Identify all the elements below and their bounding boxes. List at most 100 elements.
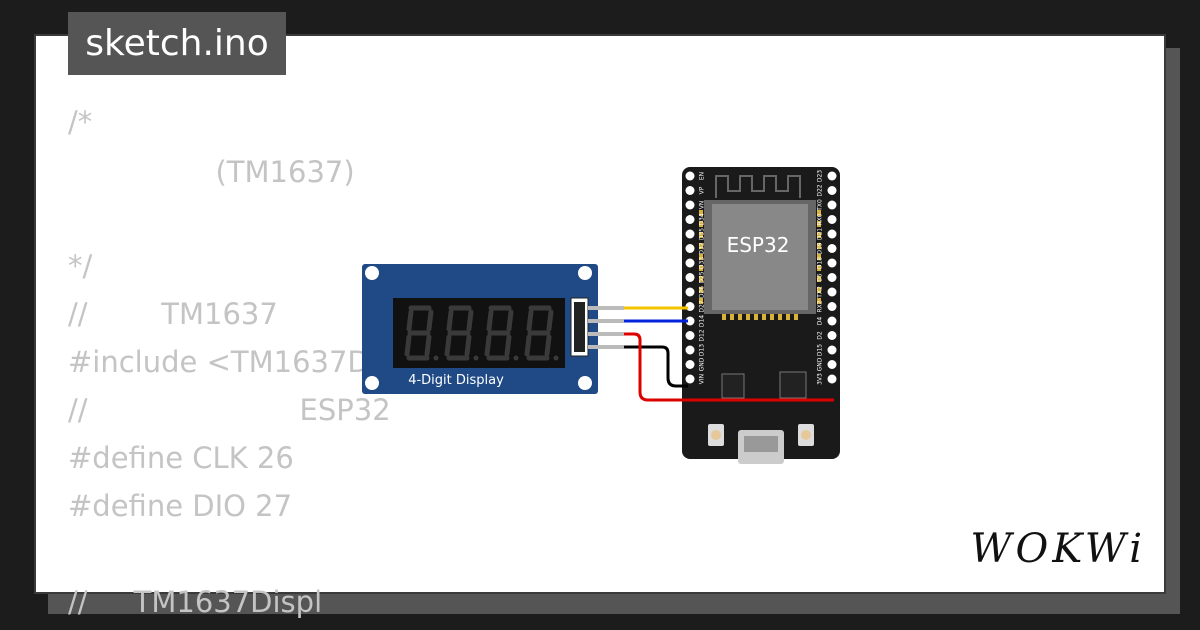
esp32-pin[interactable] — [827, 171, 837, 181]
esp32-pin[interactable] — [685, 171, 695, 181]
pin-label: D35 — [699, 228, 706, 240]
chip-pad — [817, 276, 821, 282]
chip-pad — [730, 314, 734, 320]
esp32-pin[interactable] — [827, 200, 837, 210]
display-label: 4-Digit Display — [408, 373, 504, 388]
chip-label: ESP32 — [727, 233, 790, 257]
pin-label: D34 — [699, 213, 706, 225]
mount-hole — [578, 376, 592, 390]
pin-label: D23 — [817, 170, 824, 182]
chip-pad — [817, 243, 821, 249]
chip-pad — [762, 314, 766, 320]
esp32-pin[interactable] — [685, 229, 695, 239]
esp32-pin[interactable] — [685, 345, 695, 355]
pin-label: D18 — [817, 257, 824, 269]
esp32-pin[interactable] — [827, 186, 837, 195]
esp32-pin[interactable] — [827, 331, 837, 340]
pin-label: TX0 — [817, 199, 824, 212]
esp32-pin[interactable] — [827, 345, 837, 355]
pin-label: D2 — [817, 331, 824, 340]
esp32-pin[interactable] — [685, 316, 695, 326]
chip-pad — [754, 314, 758, 320]
decimal-point — [513, 355, 519, 361]
esp32-pin[interactable] — [685, 374, 695, 384]
chip-pad — [699, 265, 703, 271]
chip-pad — [699, 298, 703, 304]
esp32-pin[interactable] — [685, 360, 695, 369]
mount-hole — [578, 266, 592, 280]
chip-pad — [817, 298, 821, 304]
chip-pad — [817, 265, 821, 271]
pin-label: D19 — [817, 242, 824, 254]
esp32-pin[interactable] — [685, 244, 695, 253]
wire-vcc[interactable] — [624, 332, 834, 402]
chip-pad — [817, 254, 821, 260]
code-line: // TM1637 — [68, 297, 278, 331]
chip-pad — [778, 314, 782, 320]
esp32-pin[interactable] — [827, 273, 837, 282]
esp32-pin[interactable] — [685, 331, 695, 340]
mount-hole — [365, 376, 379, 390]
wire-gnd[interactable] — [624, 345, 688, 388]
pin-label: D4 — [817, 317, 824, 326]
segment — [544, 334, 552, 357]
chip-pad — [817, 221, 821, 227]
segment — [424, 334, 432, 357]
pin-label: GND — [817, 357, 824, 371]
segment — [426, 309, 434, 332]
pin-label: D27 — [699, 300, 706, 312]
pin-label: TX2 — [817, 286, 824, 299]
chip-pad — [699, 232, 703, 238]
pin-label: D32 — [699, 242, 706, 254]
segment — [504, 334, 512, 357]
pin-label: VN — [699, 201, 706, 210]
segment — [506, 309, 514, 332]
esp32-pin[interactable] — [685, 273, 695, 282]
code-line: // TM1637Displ — [68, 585, 323, 619]
esp32-pin[interactable] — [685, 200, 695, 210]
chip-pad — [786, 314, 790, 320]
circuit-diagram: 4-Digit Display ESP32 ENVPVND34D35D32D33… — [362, 167, 840, 464]
esp32-pin[interactable] — [685, 258, 695, 268]
segment — [404, 334, 412, 357]
esp32-pin[interactable] — [685, 215, 695, 224]
display-module[interactable]: 4-Digit Display — [362, 264, 624, 394]
pin-label: D22 — [817, 184, 824, 196]
antenna-trace — [715, 175, 801, 198]
pin-label: D33 — [699, 257, 706, 269]
segment — [466, 309, 474, 332]
chip-pad — [817, 287, 821, 293]
esp32-pin[interactable] — [827, 316, 837, 326]
code-line: #define CLK 26 — [68, 441, 294, 475]
esp32-pin[interactable] — [827, 287, 837, 297]
decimal-point — [433, 355, 439, 361]
esp32-pin[interactable] — [827, 258, 837, 268]
esp32-pin[interactable] — [685, 287, 695, 297]
file-tab[interactable]: sketch.ino — [68, 12, 286, 75]
pin-label: D14 — [699, 315, 706, 327]
pin-label: 3V3 — [817, 373, 824, 385]
segment — [406, 309, 414, 332]
esp32-pin[interactable] — [827, 244, 837, 253]
chip-pad — [794, 314, 798, 320]
esp32-pin[interactable] — [827, 360, 837, 369]
code-line: #define DIO 27 — [68, 489, 293, 523]
esp32-pin[interactable] — [827, 229, 837, 239]
pin-label: D25 — [699, 271, 706, 283]
chip-pad — [770, 314, 774, 320]
pin-label: RX2 — [817, 300, 824, 312]
decimal-point — [473, 355, 479, 361]
esp32-pin[interactable] — [685, 186, 695, 195]
esp32-board[interactable]: ESP32 ENVPVND34D35D32D33D25D26D27D14D12D… — [682, 167, 840, 464]
pin-label: D26 — [699, 286, 706, 298]
esp32-pin[interactable] — [827, 215, 837, 224]
segment — [484, 334, 492, 357]
code-line: // ESP32 — [68, 393, 391, 427]
esp32-chip — [712, 204, 808, 310]
esp32-pin[interactable] — [827, 302, 837, 311]
wokwi-logo: WOKWi — [970, 526, 1146, 572]
segment — [526, 309, 534, 332]
code-line: /* — [68, 105, 93, 139]
pin-label: D21 — [817, 228, 824, 240]
esp32-pin[interactable] — [827, 374, 837, 384]
